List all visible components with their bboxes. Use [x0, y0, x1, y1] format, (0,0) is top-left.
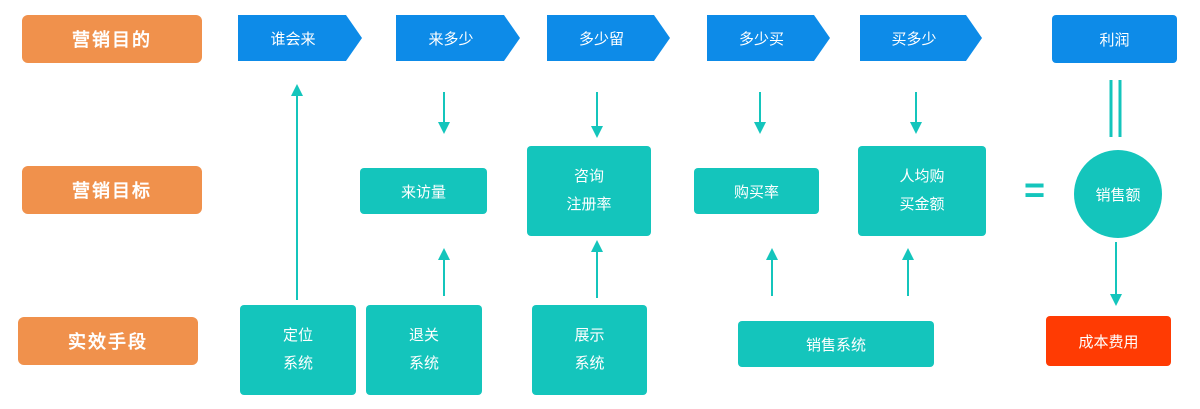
equals-sign: = [1024, 169, 1046, 210]
system-second-line1: 退关 [408, 326, 439, 344]
funnel-step-how-many-stay: 多少留 [547, 15, 670, 61]
row-label-marketing-purpose: 营销目的 [22, 15, 202, 63]
system-sales: 销售系统 [738, 321, 934, 367]
metric-avg-purchase-amount-line2: 买金额 [899, 196, 945, 213]
metric-consult-register-rate-line1: 咨询 [573, 167, 604, 185]
cost-expense-box: 成本费用 [1046, 316, 1171, 366]
funnel-step-how-many-come: 来多少 [396, 15, 520, 61]
metric-visitor-volume: 来访量 [360, 168, 487, 214]
row-label-effective-means: 实效手段 [18, 317, 198, 365]
system-positioning: 定位 系统 [240, 305, 356, 395]
funnel-step-buy-how-much: 买多少 [860, 15, 982, 61]
metric-avg-purchase-amount: 人均购 买金额 [858, 146, 986, 236]
funnel-step-who-will-come: 谁会来 [238, 15, 362, 61]
system-display-line1: 展示 [574, 326, 605, 344]
system-positioning-line1: 定位 [282, 326, 313, 344]
metric-purchase-rate: 购买率 [694, 168, 819, 214]
metric-consult-register-rate: 咨询 注册率 [527, 146, 651, 236]
metric-avg-purchase-amount-line1: 人均购 [899, 167, 945, 185]
sales-amount-circle: 销售额 [1074, 150, 1162, 238]
metric-consult-register-rate-line2: 注册率 [566, 196, 612, 213]
profit-box: 利润 [1052, 15, 1177, 63]
row-label-marketing-goal: 营销目标 [22, 166, 202, 214]
system-second-line2: 系统 [408, 355, 439, 372]
system-display: 展示 系统 [532, 305, 647, 395]
funnel-step-how-many-buy: 多少买 [707, 15, 830, 61]
system-display-line2: 系统 [574, 355, 605, 372]
system-second: 退关 系统 [366, 305, 482, 395]
system-positioning-line2: 系统 [282, 355, 313, 372]
